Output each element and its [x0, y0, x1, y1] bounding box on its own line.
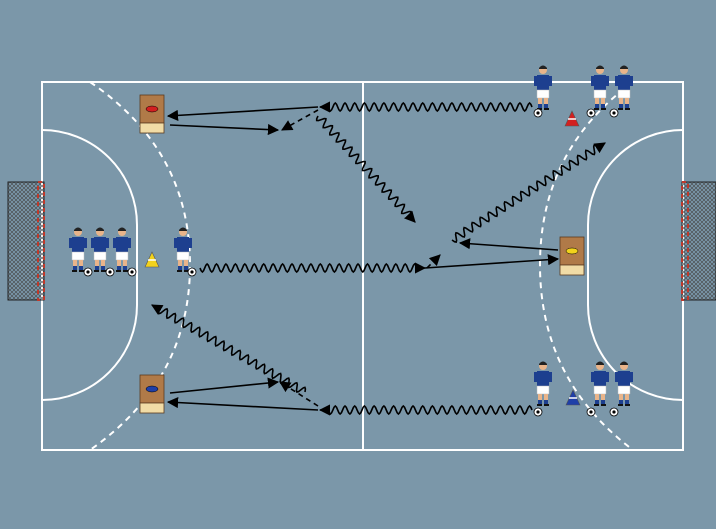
top-right-dribbler — [533, 65, 553, 111]
top-left-box — [139, 94, 165, 134]
dribble-arrow-to-center — [315, 115, 416, 223]
return-arrow-from-top-left-box — [169, 123, 280, 136]
bottom-right-dribbler — [533, 361, 553, 407]
dashed-arcs — [89, 81, 634, 451]
blue-cone — [565, 389, 581, 406]
return-arrow-from-bottom-left-box — [169, 377, 280, 394]
yellow-cone — [144, 251, 160, 268]
bottom-left-box — [139, 374, 165, 414]
run-arrow-bottom — [279, 381, 319, 407]
left-queue-player-3 — [112, 227, 132, 273]
top-right-queue-player-2 — [614, 65, 634, 111]
run-arrow-center — [426, 254, 441, 269]
left-queue-player-1 — [68, 227, 88, 273]
run-arrow-top — [281, 109, 319, 131]
dribble-arrow-center — [199, 262, 427, 274]
dribble-arrow-to-top-right — [451, 142, 606, 244]
dribble-arrow-top — [318, 101, 533, 113]
dribble-arrow-to-left — [151, 304, 307, 393]
right-goal — [681, 181, 716, 301]
pass-arrow-to-bottom-left-box — [166, 396, 319, 411]
pass-arrow-to-top-left-box — [166, 106, 319, 121]
balls — [83, 108, 619, 417]
bottom-right-queue-player-1 — [590, 361, 610, 407]
red-cone — [564, 110, 580, 127]
dribble-arrow-bottom — [318, 404, 533, 416]
left-queue-player-2 — [90, 227, 110, 273]
right-box — [559, 236, 585, 276]
movement-arrows — [151, 101, 606, 416]
pass-arrow-to-right-box — [424, 254, 560, 269]
left-goal — [7, 181, 45, 301]
pitch-lines — [41, 81, 684, 451]
return-arrow-from-right-box — [458, 238, 559, 251]
